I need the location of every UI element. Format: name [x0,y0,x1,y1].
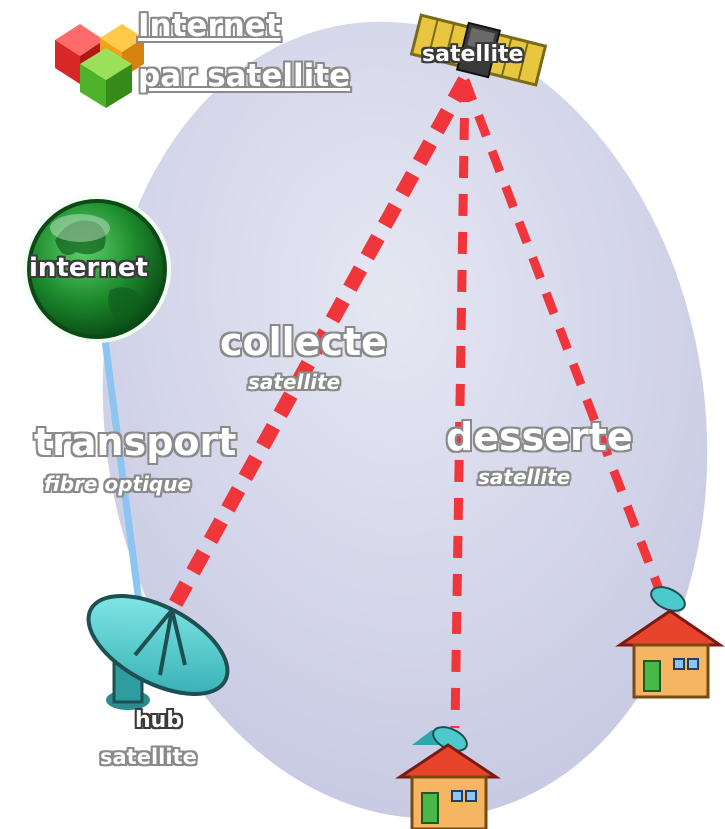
satellite-icon [409,13,548,87]
globe-icon [23,195,171,343]
collecte-sublabel: satellite [248,370,341,394]
transport-label: transport [34,420,237,464]
fiber-link [101,339,144,611]
title-line-2: par satellite [138,58,351,94]
collecte-link [165,76,472,614]
desserte-label: desserte [446,415,633,459]
hub-label-line-1: hub [135,708,183,733]
house-icon [615,586,725,699]
house-icon [395,726,501,829]
transport-sublabel: fibre optique [44,472,192,496]
logo-cubes-icon [55,24,144,108]
internet-label: internet [29,253,148,283]
hub-label-line-2: satellite [100,745,197,769]
collecte-label: collecte [220,320,387,364]
desserte-sublabel: satellite [478,465,571,489]
desserte-link-2 [460,78,665,594]
title-line-1: Internet [138,8,281,44]
coverage-area [102,21,708,819]
satellite-label: satellite [422,42,524,67]
desserte-link-1 [450,79,470,729]
dish-icon [86,594,230,710]
